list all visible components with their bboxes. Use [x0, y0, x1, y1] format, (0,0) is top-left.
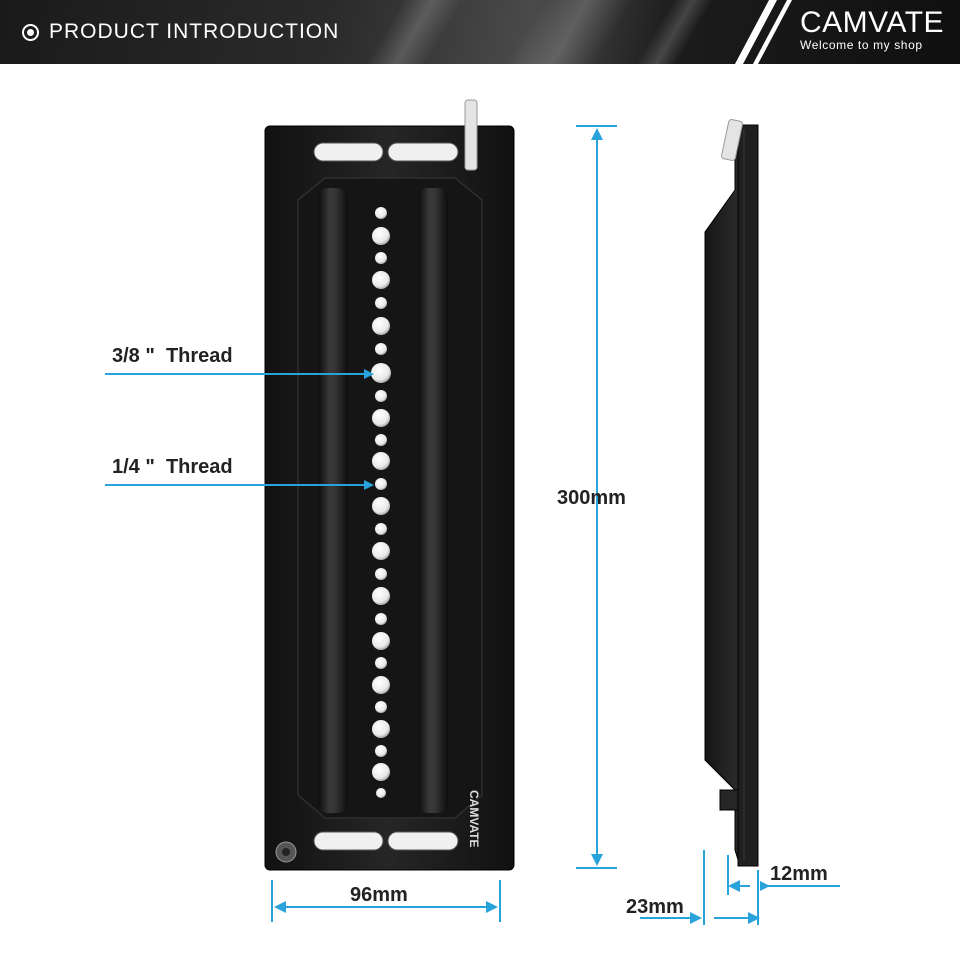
target-icon	[22, 23, 39, 41]
dimension-lines	[105, 125, 840, 925]
width-label: 96mm	[350, 884, 408, 906]
depth-rail-label: 12mm	[770, 863, 828, 885]
mounting-slot	[313, 142, 384, 162]
plate-front-view: CAMVATE	[264, 99, 515, 871]
thread-holes	[371, 207, 391, 798]
thread-1-4-label: 1/4 " Thread	[112, 456, 233, 478]
engraving-text: CAMVATE	[467, 790, 481, 848]
mounting-slot	[387, 831, 459, 851]
length-label: 300mm	[557, 487, 626, 509]
rail	[418, 188, 448, 813]
safety-pin	[721, 119, 743, 161]
safety-pin	[464, 99, 478, 171]
brand-tagline: Welcome to my shop	[800, 38, 923, 52]
page-title: PRODUCT INTRODUCTION	[22, 20, 339, 44]
rail	[318, 188, 348, 813]
thread-3-8-label: 3/8 " Thread	[112, 345, 233, 367]
plate-side-view	[704, 119, 759, 867]
page-title-text: PRODUCT INTRODUCTION	[49, 20, 340, 43]
depth-total-label: 23mm	[626, 896, 684, 918]
header-banner: PRODUCT INTRODUCTION CAMVATE Welcome to …	[0, 0, 960, 64]
mounting-slot	[387, 142, 459, 162]
mounting-slot	[313, 831, 384, 851]
brand-logo: CAMVATE	[800, 6, 945, 39]
